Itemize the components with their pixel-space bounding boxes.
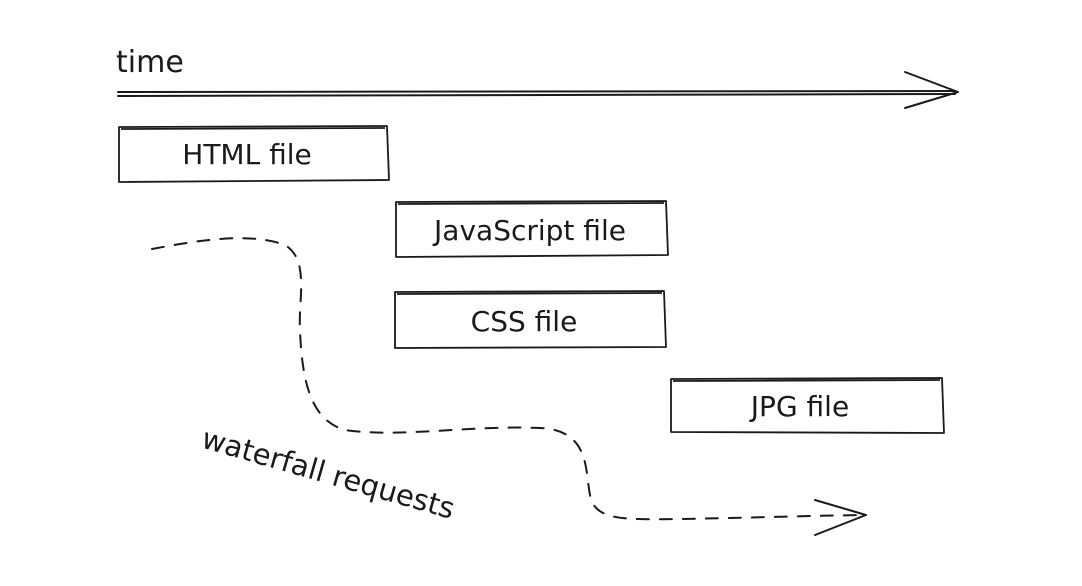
waterfall-label: waterfall requests	[198, 421, 459, 526]
request-bar-javascript: JavaScript file	[395, 200, 669, 258]
waterfall-flow-arrow	[151, 237, 867, 536]
request-label-javascript: JavaScript file	[432, 214, 626, 247]
time-axis-arrow	[117, 71, 959, 109]
request-label-jpg: JPG file	[749, 390, 849, 423]
request-bar-html: HTML file	[118, 125, 390, 183]
request-label-html: HTML file	[182, 138, 311, 171]
request-label-css: CSS file	[471, 305, 578, 338]
time-axis-label: time	[116, 45, 184, 80]
request-bar-css: CSS file	[394, 290, 667, 349]
request-bar-jpg: JPG file	[670, 377, 945, 434]
